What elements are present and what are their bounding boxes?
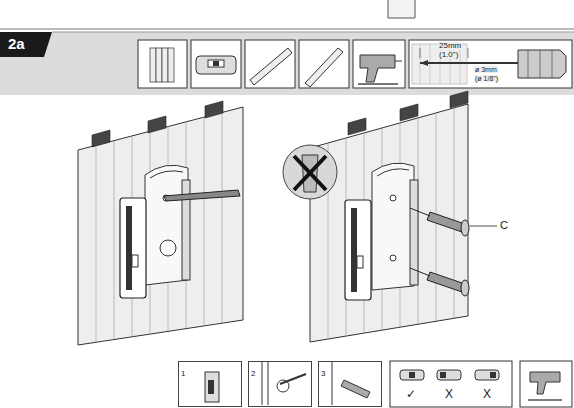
step-number: 2	[249, 369, 257, 379]
step-title: 2a	[8, 36, 25, 51]
check-mark: ✓	[406, 388, 416, 400]
step-panel: 2	[248, 361, 312, 407]
dimension: 25mm	[438, 42, 462, 50]
dimension: ø 3mm	[474, 66, 498, 73]
part-letter: C	[500, 220, 508, 231]
step-panel: 1	[178, 361, 242, 407]
step-number: 3	[319, 369, 327, 379]
step-number: 1	[179, 369, 187, 379]
dimension: (ø 1/8")	[474, 75, 499, 82]
step-panel: 3	[318, 361, 382, 407]
cross-mark: X	[483, 388, 491, 400]
cross-mark: X	[445, 388, 453, 400]
dimension: (1.0")	[438, 51, 459, 59]
